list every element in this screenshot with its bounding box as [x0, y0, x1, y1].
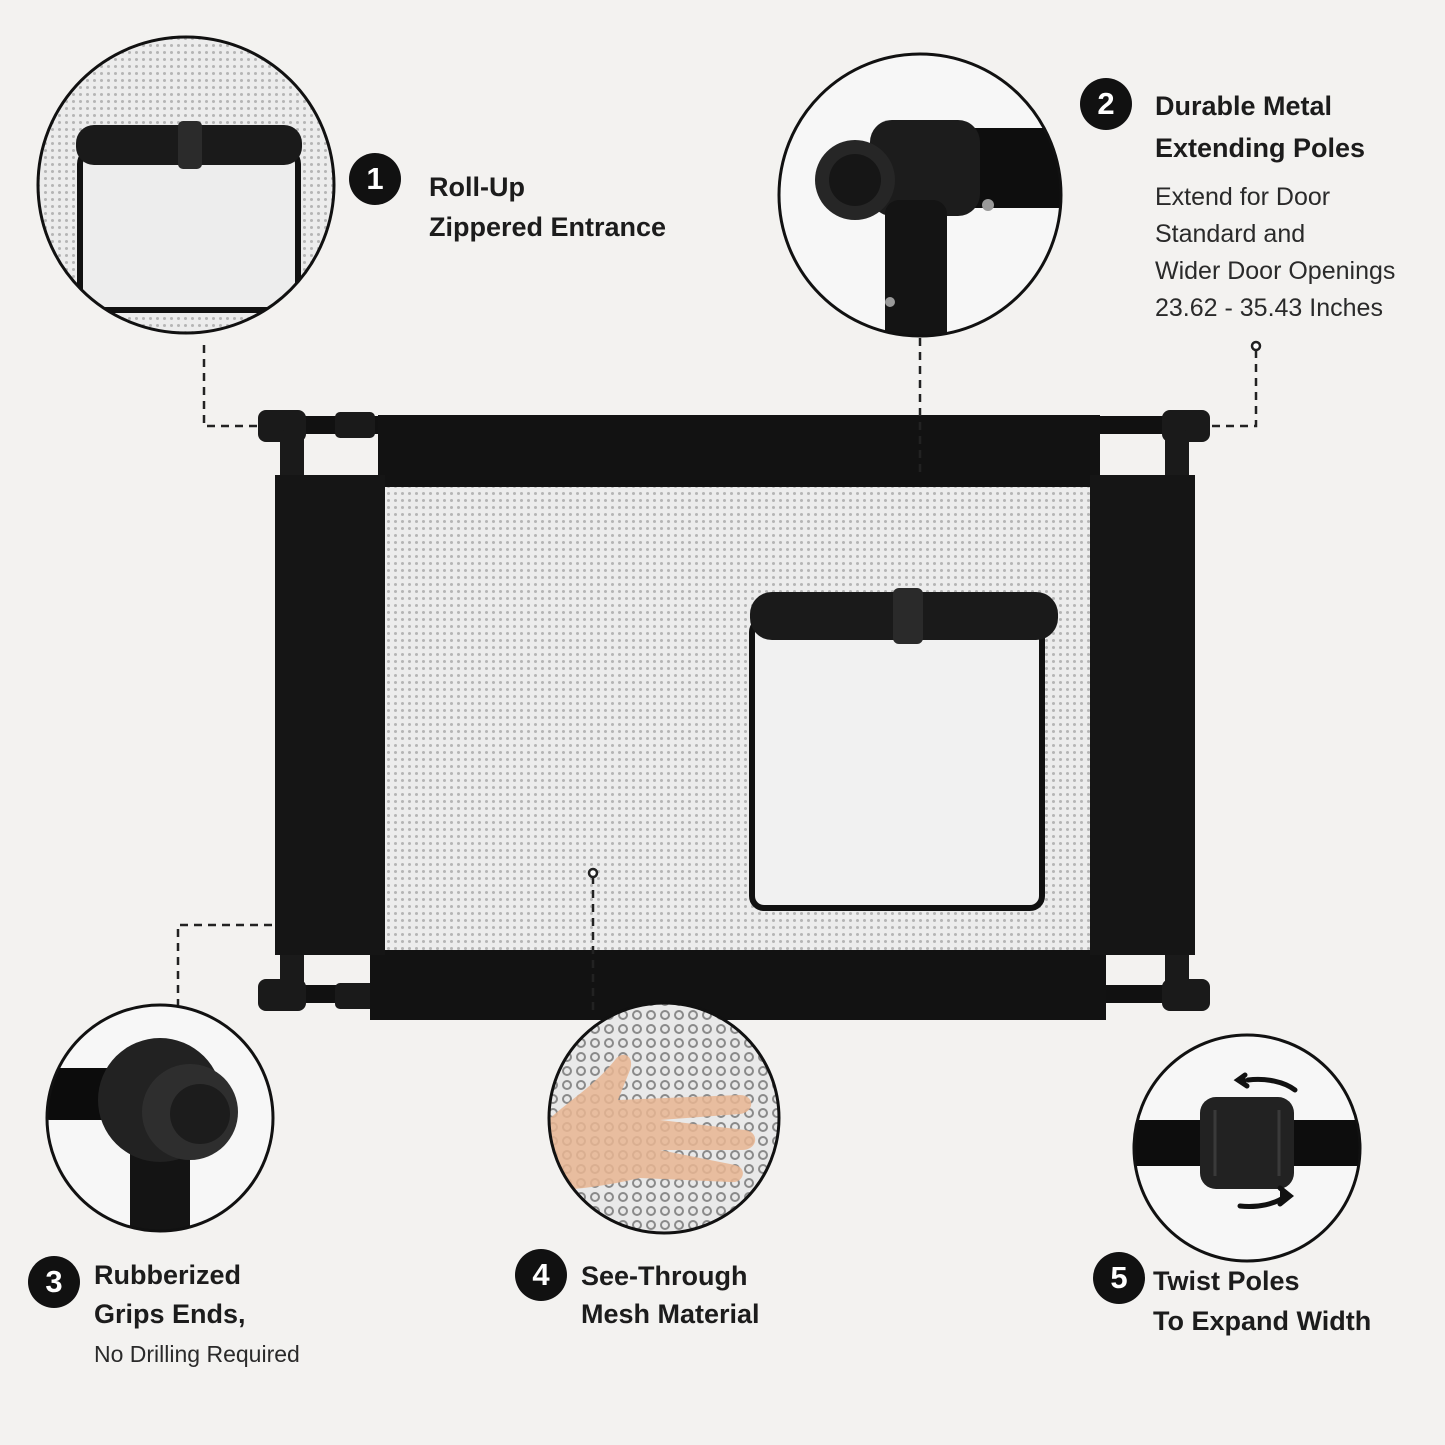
feature-1-title-line-1: Roll-Up: [429, 172, 525, 202]
feature-5-title-line-2: To Expand Width: [1153, 1306, 1372, 1336]
connector-dots: [587, 340, 1262, 879]
numbered-circle-badge: 1: [349, 153, 401, 205]
detail-circle-4: [547, 1001, 781, 1235]
pet-gate: [258, 410, 1210, 1020]
feature-2-title-line-2: Extending Poles: [1155, 133, 1366, 163]
numbered-circle-badge: 5: [1093, 1252, 1145, 1304]
feature-4-title-line-2: Mesh Material: [581, 1299, 760, 1329]
feature-1-title-line-2: Zippered Entrance: [429, 212, 667, 242]
feature-3-title-line-1: Rubberized: [94, 1260, 242, 1290]
numbered-circle-badge: 3: [28, 1256, 80, 1308]
feature-2-detail-line-4: 23.62 - 35.43 Inches: [1155, 294, 1383, 322]
numbered-circle-badge: 4: [515, 1249, 567, 1301]
detail-circle-3: [45, 1003, 275, 1233]
feature-4-title-line-1: See-Through: [581, 1261, 748, 1291]
feature-3-detail-line-1: No Drilling Required: [94, 1341, 300, 1367]
feature-2-detail-line-2: Standard and: [1155, 220, 1306, 248]
feature-5-title-line-1: Twist Poles: [1153, 1266, 1300, 1296]
feature-2-detail-line-3: Wider Door Openings: [1155, 257, 1396, 285]
feature-3-title-line-2: Grips Ends,: [94, 1299, 246, 1329]
feature-2-title-line-1: Durable Metal: [1155, 91, 1333, 121]
feature-2-detail-line-1: Extend for Door: [1155, 183, 1331, 211]
numbered-circle-badge: 2: [1080, 78, 1132, 130]
connector-lines: [176, 338, 1258, 1010]
detail-circle-5: [1132, 1033, 1362, 1263]
detail-circle-1: [36, 35, 336, 335]
rotate-arrows-icon: [1233, 1072, 1298, 1209]
detail-circle-2: [777, 52, 1063, 338]
